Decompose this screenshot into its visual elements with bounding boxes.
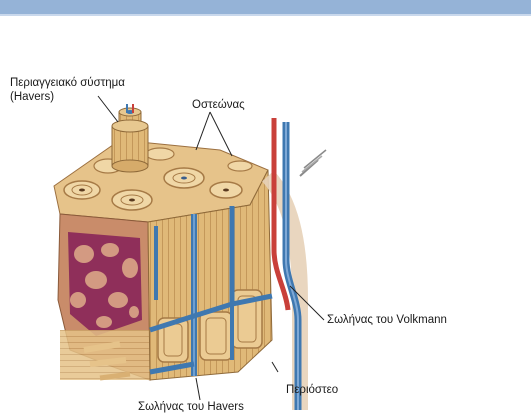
label-volkmann-canal: Σωλήνας του Volkmann <box>327 313 447 327</box>
label-haversian-system-line1: Περιαγγειακό σύστημα <box>10 76 125 90</box>
periosteum-vessels <box>268 118 326 410</box>
label-haversian-system-line2: (Havers) <box>10 90 125 104</box>
label-osteon: Οστεώνας <box>192 98 245 112</box>
label-haversian-system: Περιαγγειακό σύστημα (Havers) <box>10 76 125 104</box>
haversian-cylinder <box>112 104 148 172</box>
label-periosteum: Περιόστεο <box>286 383 338 397</box>
label-havers-canal: Σωλήνας του Havers <box>138 400 244 414</box>
spongy-bone <box>58 214 150 380</box>
